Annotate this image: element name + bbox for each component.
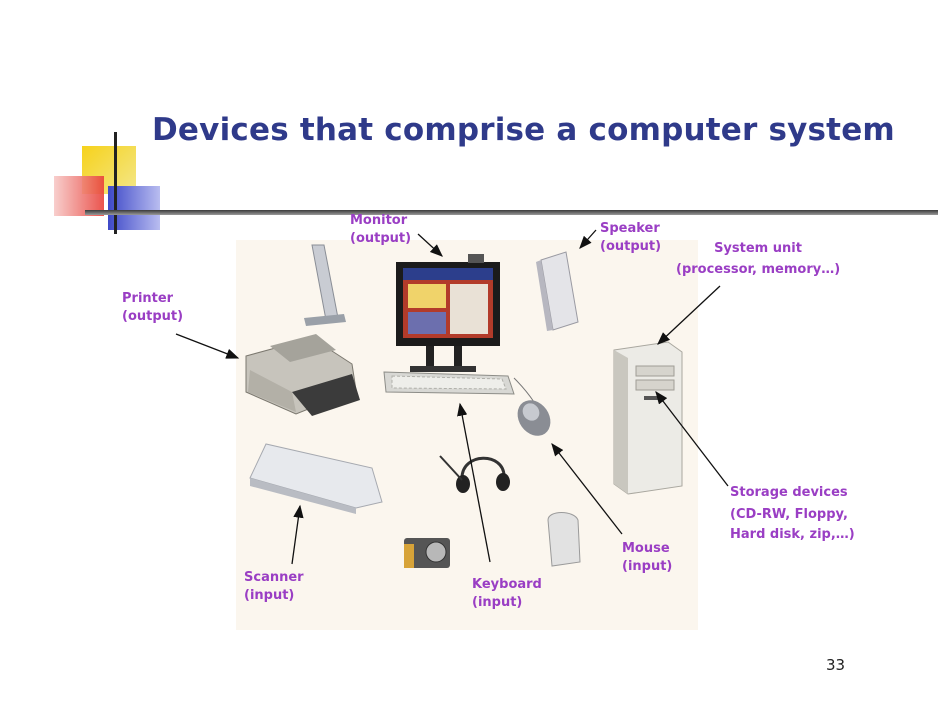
left-speaker-device xyxy=(304,244,346,326)
printer-device xyxy=(245,334,360,416)
storage-devices-label: Storage devices (CD-RW, Floppy, Hard dis… xyxy=(730,485,855,542)
title-underline-rule xyxy=(85,210,938,215)
scanner-label: Scanner (input) xyxy=(244,570,304,603)
deco-vertical-line xyxy=(114,132,117,234)
scanner-device xyxy=(249,443,383,514)
system-unit-arrow xyxy=(657,285,721,345)
system-unit-label: System unit (processor, memory…) xyxy=(676,241,841,277)
system-unit-device xyxy=(613,341,683,495)
slide-title: Devices that comprise a computer system xyxy=(152,112,895,148)
pointer-arrows xyxy=(175,229,729,565)
camera-device xyxy=(404,538,450,568)
keyboard-device xyxy=(383,371,515,395)
mouse-label: Mouse (input) xyxy=(622,541,673,574)
keyboard-arrow xyxy=(457,402,491,563)
page-number: 33 xyxy=(826,656,846,674)
storage-arrow xyxy=(655,390,729,487)
mouse-device xyxy=(513,377,551,436)
speaker-arrow xyxy=(579,229,597,249)
headset-device xyxy=(439,455,510,493)
printer-arrow xyxy=(175,333,240,359)
scanner-arrow xyxy=(291,504,304,565)
monitor-device xyxy=(396,254,500,372)
printer-label: Printer (output) xyxy=(122,291,184,324)
monitor-arrow xyxy=(417,233,443,257)
deco-red-square xyxy=(54,176,104,216)
right-speaker-device xyxy=(536,251,579,331)
zip-drive-device xyxy=(547,512,581,567)
keyboard-label: Keyboard (input) xyxy=(472,577,542,610)
mouse-arrow xyxy=(551,442,623,535)
monitor-label: Monitor (output) xyxy=(350,213,412,246)
speaker-label: Speaker (output) xyxy=(600,221,662,254)
